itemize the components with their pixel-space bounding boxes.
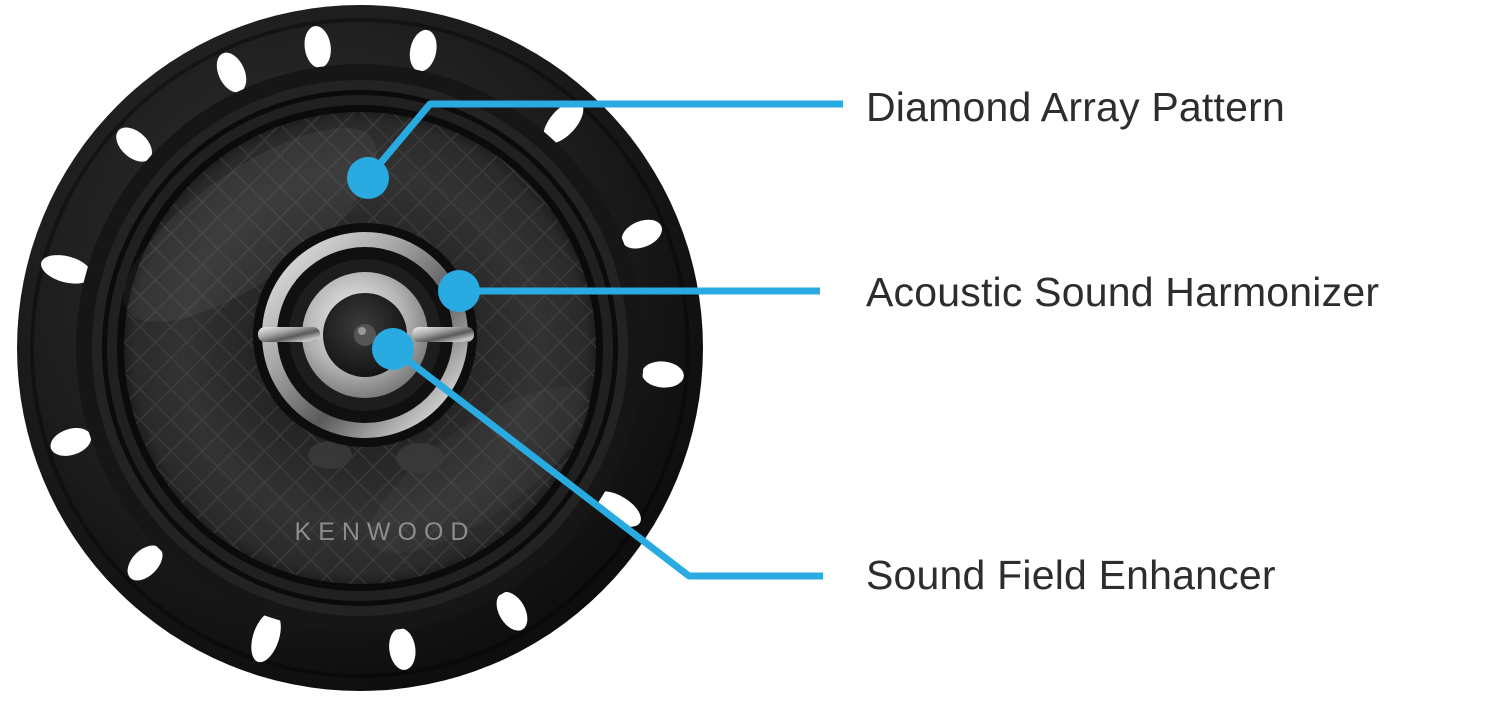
tweeter-assembly bbox=[253, 223, 477, 447]
callout-dot-sound-harmonizer bbox=[438, 270, 480, 312]
mounting-holes bbox=[41, 26, 684, 670]
bridge-legs bbox=[308, 441, 444, 473]
callout-line-diamond-array bbox=[365, 100, 843, 181]
callout-sound-harmonizer bbox=[438, 270, 820, 312]
callout-label-sound-harmonizer: Acoustic Sound Harmonizer bbox=[866, 269, 1380, 315]
callout-diamond-array bbox=[347, 100, 843, 199]
callout-dot-diamond-array bbox=[347, 157, 389, 199]
callout-label-sound-field: Sound Field Enhancer bbox=[866, 552, 1276, 598]
callout-sound-field bbox=[372, 328, 823, 580]
harmonizer-bridge bbox=[258, 327, 474, 342]
callout-dot-sound-field bbox=[372, 328, 414, 370]
callout-line-sound-field bbox=[390, 346, 823, 580]
callout-label-diamond-array: Diamond Array Pattern bbox=[866, 84, 1285, 130]
brand-text: KENWOOD bbox=[295, 518, 476, 546]
